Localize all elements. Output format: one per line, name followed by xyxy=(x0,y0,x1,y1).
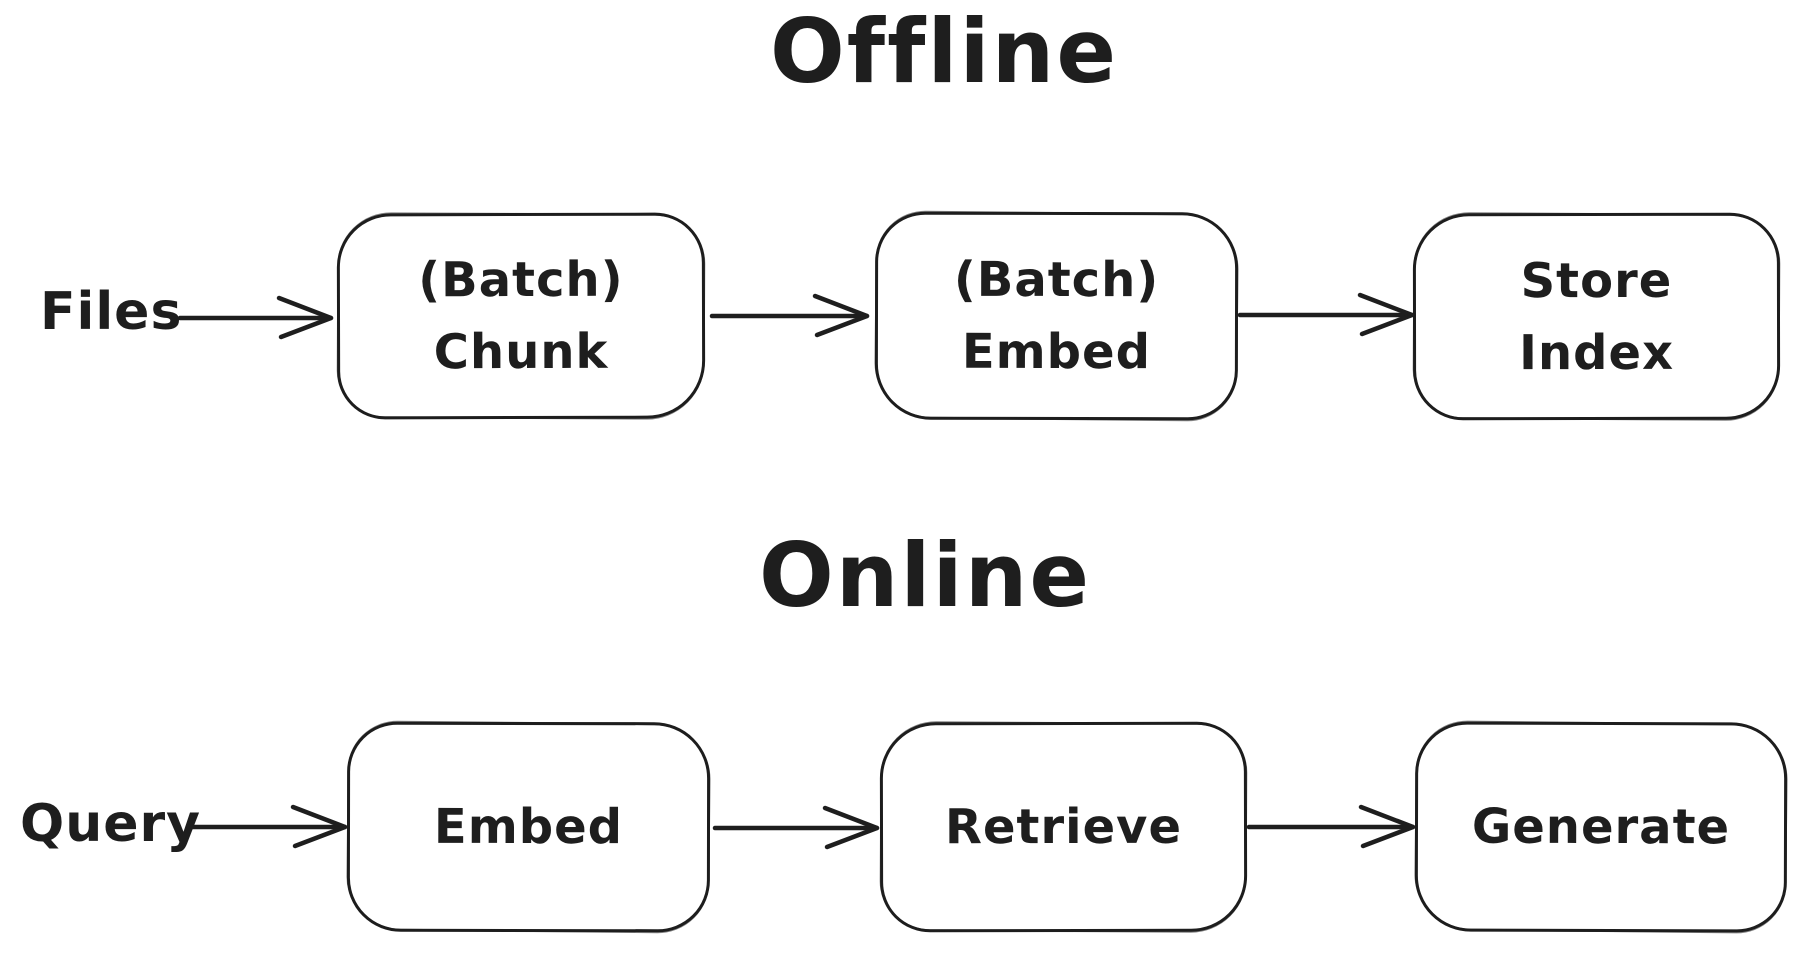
node-batch-chunk-line1: (Batch) xyxy=(418,251,624,309)
files-label: Files xyxy=(40,282,183,342)
arrow-embed-to-retrieve xyxy=(712,805,880,850)
arrow-files-to-batch-chunk xyxy=(177,295,334,340)
node-store-index: Store Index xyxy=(1412,212,1781,421)
online-section-title: Online xyxy=(758,524,1092,627)
node-retrieve: Retrieve xyxy=(879,721,1248,933)
node-batch-embed: (Batch) Embed xyxy=(874,211,1239,421)
node-generate-line1: Generate xyxy=(1471,798,1731,856)
node-store-index-line2: Index xyxy=(1519,324,1675,381)
node-embed: Embed xyxy=(346,721,711,933)
node-store-index-line1: Store xyxy=(1520,252,1673,309)
node-retrieve-line1: Retrieve xyxy=(944,798,1183,856)
node-batch-chunk-line2: Chunk xyxy=(433,323,609,381)
arrow-query-to-embed xyxy=(189,804,348,849)
node-batch-embed-line2: Embed xyxy=(961,323,1152,381)
node-batch-embed-line1: (Batch) xyxy=(953,251,1160,309)
node-embed-line1: Embed xyxy=(433,798,624,856)
node-batch-chunk: (Batch) Chunk xyxy=(336,212,706,420)
arrow-retrieve-to-generate xyxy=(1246,804,1416,849)
arrow-batch-chunk-to-batch-embed xyxy=(709,293,870,338)
offline-section-title: Offline xyxy=(769,0,1119,103)
node-generate: Generate xyxy=(1414,721,1788,933)
arrow-batch-embed-to-store-index xyxy=(1237,292,1415,337)
query-label: Query xyxy=(20,794,202,854)
